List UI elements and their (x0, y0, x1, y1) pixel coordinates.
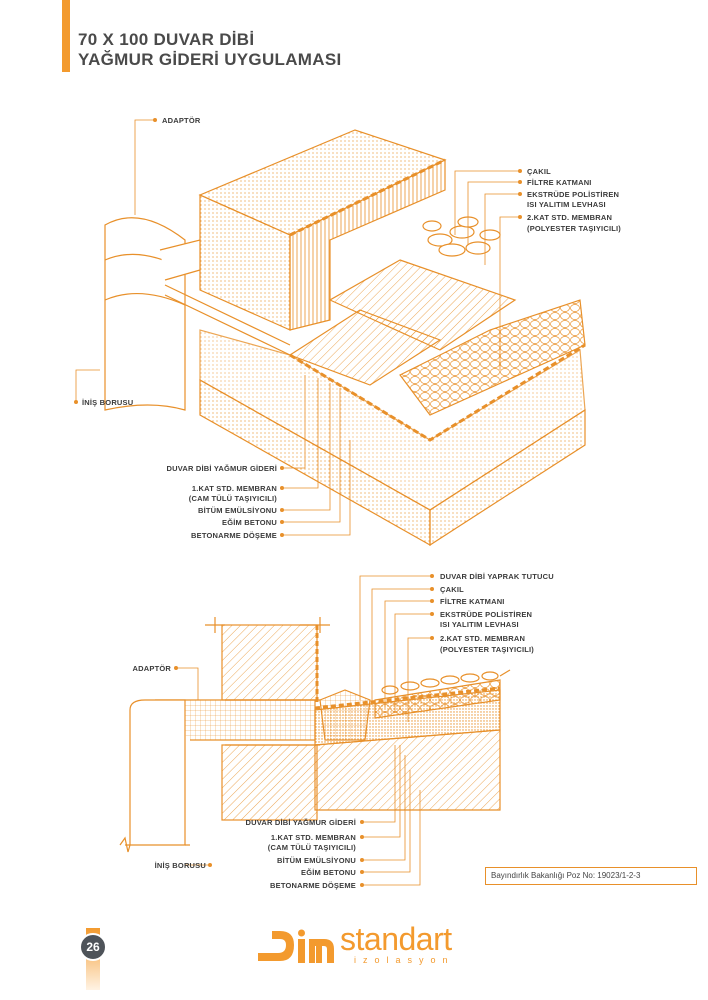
label-bitum: BİTÜM EMÜLSİYONU (276, 856, 356, 865)
label-cakil: ÇAKIL (527, 167, 551, 176)
label-filtre-katmani: FİLTRE KATMANI (440, 597, 505, 606)
label-cakil: ÇAKIL (440, 585, 464, 594)
section-drawing (119, 574, 511, 887)
label-isi-yalitim: ISI YALITIM LEVHASI (440, 620, 519, 629)
label-betonarme: BETONARME DÖŞEME (270, 881, 356, 890)
label-inis-borusu: İNİŞ BORUSU (82, 398, 134, 407)
label-polyester: (POLYESTER TAŞIYICILI) (527, 224, 621, 233)
logo-mark-icon (258, 929, 334, 963)
logo-subtitle: izolasyon (354, 955, 455, 965)
label-inis-borusu: İNİŞ BORUSU (154, 861, 206, 870)
brand-logo: standart izolasyon (258, 921, 468, 970)
label-yaprak-tutucu: DUVAR DİBİ YAPRAK TUTUCU (440, 572, 554, 581)
isometric-drawing (74, 118, 586, 547)
label-egim-betonu: EĞİM BETONU (222, 518, 277, 527)
label-ekstrude-polistiren: EKSTRÜDE POLİSTİREN (440, 610, 533, 619)
label-cam-tulu: (CAM TÜLÜ TAŞIYICILI) (267, 843, 356, 852)
label-2kat-membran: 2.KAT STD. MEMBRAN (440, 634, 526, 643)
label-betonarme: BETONARME DÖŞEME (191, 531, 277, 540)
label-duvar-dibi-gider: DUVAR DİBİ YAĞMUR GİDERİ (245, 818, 356, 827)
label-1kat-membran: 1.KAT STD. MEMBRAN (191, 484, 277, 493)
accent-bar (62, 0, 70, 72)
logo-wordmark: standart (340, 921, 452, 957)
label-adaptor: ADAPTÖR (162, 116, 201, 125)
title-line-2: YAĞMUR GİDERİ UYGULAMASI (78, 50, 342, 69)
label-2kat-membran: 2.KAT STD. MEMBRAN (527, 213, 613, 222)
label-egim-betonu: EĞİM BETONU (301, 868, 356, 877)
page-title: 70 X 100 DUVAR DİBİ YAĞMUR GİDERİ UYGULA… (78, 30, 341, 70)
label-adaptor: ADAPTÖR (132, 664, 171, 673)
label-duvar-dibi-gider: DUVAR DİBİ YAĞMUR GİDERİ (166, 464, 277, 473)
label-isi-yalitim: ISI YALITIM LEVHASI (527, 200, 606, 209)
poz-number-box: Bayındırlık Bakanlığı Poz No: 19023/1-2-… (485, 867, 697, 885)
title-line-1: 70 X 100 DUVAR DİBİ (78, 30, 255, 49)
label-bitum: BİTÜM EMÜLSİYONU (197, 506, 277, 515)
label-polyester: (POLYESTER TAŞIYICILI) (440, 645, 534, 654)
label-ekstrude-polistiren: EKSTRÜDE POLİSTİREN (527, 190, 620, 199)
label-cam-tulu: (CAM TÜLÜ TAŞIYICILI) (188, 494, 277, 503)
label-filtre-katmani: FİLTRE KATMANI (527, 178, 592, 187)
page-number: 26 (79, 933, 107, 961)
label-1kat-membran: 1.KAT STD. MEMBRAN (270, 833, 356, 842)
